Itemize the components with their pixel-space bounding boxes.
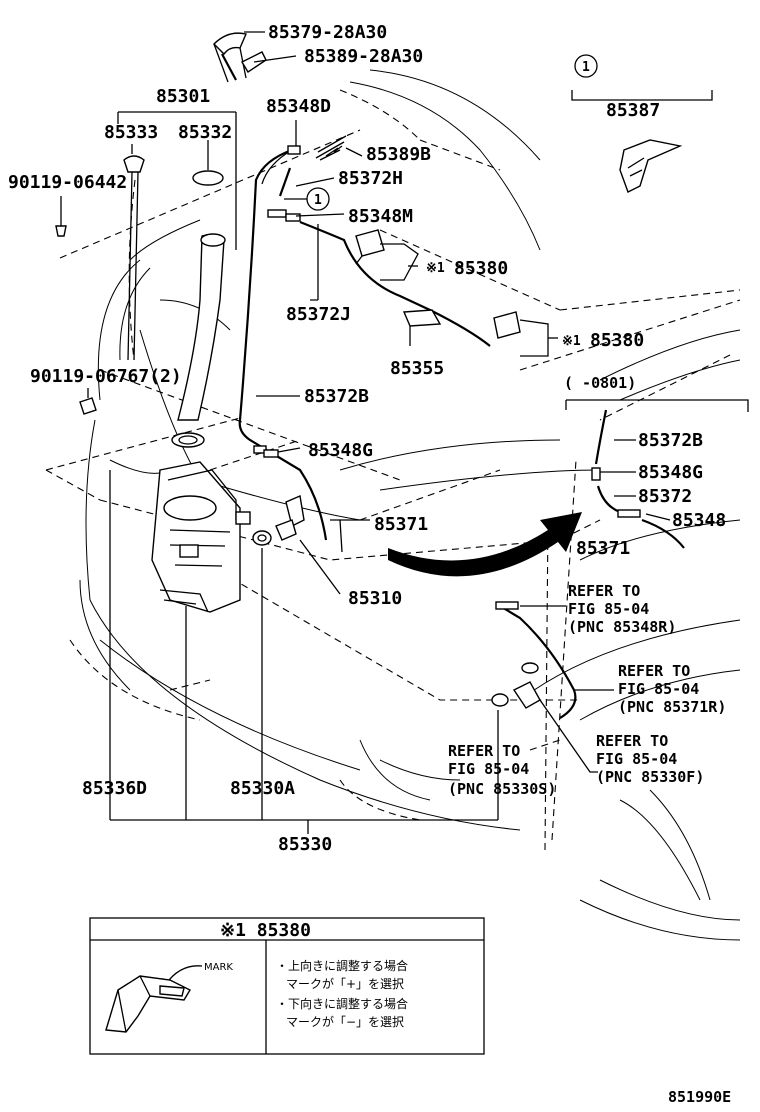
label-85387[interactable]: 85387 — [606, 100, 660, 121]
label-85371[interactable]: 85371 — [374, 514, 428, 535]
note-box: ※1 85380 MARK ・上向きに調整する場合 マークが「+」を選択 ・下向… — [89, 917, 485, 1055]
ref-85371R-l2[interactable]: FIG 85-04 — [618, 680, 699, 698]
label-inset-85372B[interactable]: 85372B — [638, 430, 703, 451]
pump-85330F[interactable] — [512, 662, 541, 709]
bolt-90119-06767[interactable] — [79, 397, 97, 415]
grommet-85330A[interactable] — [252, 530, 272, 546]
label-range: ( -0801) — [564, 374, 636, 392]
inset-hose[interactable] — [591, 409, 685, 549]
joint-85355[interactable] — [402, 309, 442, 327]
label-85348D[interactable]: 85348D — [266, 96, 331, 117]
ref-85348R-l1[interactable]: REFER TO — [568, 582, 640, 600]
diagram-id: 851990E — [668, 1088, 731, 1106]
ref-85330F-l2[interactable]: FIG 85-04 — [596, 750, 677, 768]
label-85389B[interactable]: 85389B — [366, 144, 431, 165]
connector-85348G[interactable] — [253, 445, 279, 458]
label-85389[interactable]: 85389-28A30 — [304, 46, 423, 67]
cap-85332[interactable] — [192, 170, 224, 186]
label-85332[interactable]: 85332 — [178, 122, 232, 143]
label-90119-06767[interactable]: 90119-06767(2) — [30, 366, 182, 387]
vehicle-outline — [45, 89, 741, 851]
note-box-header: ※1 85380 — [220, 920, 311, 941]
circle-marker-mid — [284, 187, 330, 211]
ref-85371R-l1[interactable]: REFER TO — [618, 662, 690, 680]
circle-number-top: 1 — [582, 60, 590, 75]
ref-85371R-l3[interactable]: (PNC 85371R) — [618, 698, 726, 716]
connector-85348D[interactable] — [287, 145, 301, 155]
grommet-85330S[interactable] — [491, 693, 509, 707]
label-85355[interactable]: 85355 — [390, 358, 444, 379]
hose-85372H[interactable] — [278, 167, 292, 197]
bolt-90119-06442[interactable] — [55, 206, 67, 237]
ref-85348R-l2[interactable]: FIG 85-04 — [568, 600, 649, 618]
ref-85348R-l3[interactable]: (PNC 85348R) — [568, 618, 676, 636]
label-inset-85348[interactable]: 85348 — [672, 510, 726, 531]
note-line-2: マークが「+」を選択 — [286, 976, 404, 991]
nozzle-85380-a[interactable] — [355, 229, 385, 265]
label-85380-b[interactable]: 85380 — [590, 330, 644, 351]
label-85348G[interactable]: 85348G — [308, 440, 373, 461]
hose-85371R[interactable] — [495, 601, 577, 719]
note-mark-label: MARK — [204, 962, 233, 973]
spring-85389B[interactable] — [315, 135, 347, 161]
label-85330[interactable]: 85330 — [278, 834, 332, 855]
label-85348M[interactable]: 85348M — [348, 206, 413, 227]
label-inset-85371[interactable]: 85371 — [576, 538, 630, 559]
label-x1-a: ※1 — [426, 261, 445, 276]
nozzle-sketch-icon — [105, 975, 191, 1033]
label-85379[interactable]: 85379-28A30 — [268, 22, 387, 43]
nozzle-85380-b[interactable] — [493, 311, 521, 339]
label-85372J[interactable]: 85372J — [286, 304, 351, 325]
connector-85348M[interactable] — [267, 209, 301, 222]
pump-85330[interactable] — [275, 495, 305, 541]
label-90119-06442[interactable]: 90119-06442 — [8, 172, 127, 193]
label-85372H[interactable]: 85372H — [338, 168, 403, 189]
ref-85330F-l3[interactable]: (PNC 85330F) — [596, 768, 704, 786]
note-line-3: ・下向きに調整する場合 — [276, 996, 408, 1011]
part-labels: 85379-28A30 85389-28A30 85301 85333 8533… — [8, 22, 726, 855]
hose-85379[interactable] — [213, 32, 247, 83]
ref-85330S-l2[interactable]: FIG 85-04 — [448, 760, 529, 778]
ref-85330S-l3[interactable]: (PNC 85330S) — [448, 780, 556, 798]
label-85333[interactable]: 85333 — [104, 122, 158, 143]
label-inset-85372[interactable]: 85372 — [638, 486, 692, 507]
label-85310[interactable]: 85310 — [348, 588, 402, 609]
circle-number-mid: 1 — [314, 193, 322, 208]
vehicle-body — [79, 69, 741, 941]
label-inset-85348G[interactable]: 85348G — [638, 462, 703, 483]
ref-85330F-l1[interactable]: REFER TO — [596, 732, 668, 750]
note-line-4: マークが「−」を選択 — [286, 1014, 404, 1029]
note-line-1: ・上向きに調整する場合 — [276, 958, 408, 973]
washer-reservoir[interactable] — [151, 461, 251, 613]
leader-lines — [60, 31, 749, 834]
label-85380-a[interactable]: 85380 — [454, 258, 508, 279]
nozzle-85387[interactable] — [619, 139, 683, 193]
ref-85330S-l1[interactable]: REFER TO — [448, 742, 520, 760]
label-85301[interactable]: 85301 — [156, 86, 210, 107]
direction-arrow — [388, 512, 582, 577]
label-85336D[interactable]: 85336D — [82, 778, 147, 799]
label-x1-b: ※1 — [562, 334, 581, 349]
hose-85372J[interactable] — [299, 220, 491, 347]
level-gauge-85333[interactable] — [123, 155, 145, 361]
label-85330A[interactable]: 85330A — [230, 778, 295, 799]
circle-marker-top — [574, 54, 598, 78]
filler-neck[interactable] — [171, 233, 226, 448]
label-85372B[interactable]: 85372B — [304, 386, 369, 407]
